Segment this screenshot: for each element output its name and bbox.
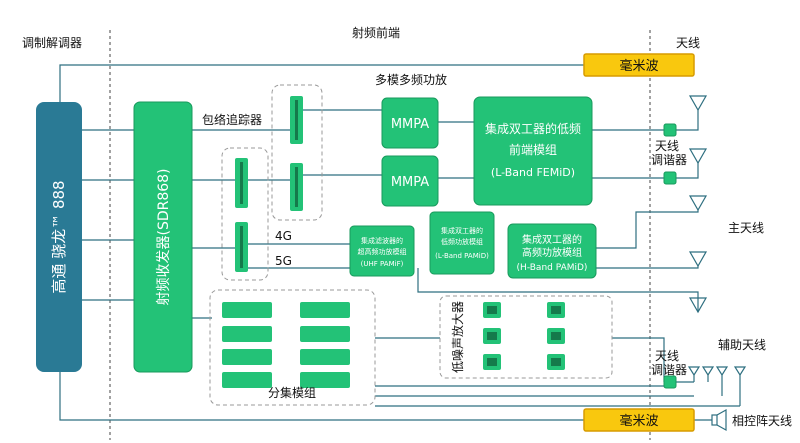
wires — [59, 64, 741, 421]
h-band-pamid-line-3: (H-Band PAMiD) — [517, 263, 588, 273]
tuner-top — [663, 123, 677, 137]
l-band-pamid-line-3: (L-Band PAMiD) — [435, 252, 489, 260]
snapdragon-888-block — [36, 102, 82, 372]
h-band-pamid-line-1: 集成双工器的 — [522, 233, 582, 246]
modem-label: 调制解调器 — [22, 36, 82, 50]
phased-array-label: 相控阵天线 — [732, 414, 792, 428]
antenna-icon — [688, 251, 708, 268]
transceiver-block — [133, 101, 193, 373]
diversity-module-group — [209, 289, 376, 406]
uhf-pamif-line-2: 超高频功放模组 — [358, 247, 407, 256]
multimode-pa-label: 多模多频功放 — [375, 72, 447, 87]
tuner-top-label-2: 调谐器 — [651, 153, 687, 167]
mmpa-label-2: MMPA — [391, 175, 429, 190]
diversity-tiles — [222, 302, 350, 388]
h-band-pamid-line-2: 高频功放模组 — [522, 246, 582, 259]
tuner-bottom — [663, 375, 677, 389]
antenna-icon — [688, 195, 708, 212]
lna-label: 低噪声放大器 — [450, 301, 465, 373]
uhf-pamif-block — [349, 225, 415, 277]
band-5g-label: 5G — [275, 254, 292, 268]
tuner-top-label-1: 天线 — [655, 139, 679, 153]
snapdragon-888-label: 高通 骁龙™ 888 — [50, 180, 68, 293]
band-4g-label: 4G — [275, 229, 292, 243]
femid-line-1: 集成双工器的低频 — [485, 121, 581, 136]
mmwave-label-top: 毫米波 — [619, 58, 658, 74]
mmwave-label-bottom: 毫米波 — [619, 413, 658, 429]
femid-block — [473, 96, 593, 206]
transceiver-label: 射频收发器(SDR868) — [156, 168, 172, 305]
main-antenna-label: 主天线 — [728, 221, 764, 235]
uhf-pamif-line-1: 集成滤波器的 — [361, 236, 403, 245]
l-band-pamid-line-2: 低频功放模组 — [441, 237, 483, 246]
tuner-bottom-label-1: 天线 — [655, 349, 679, 363]
l-band-pamid-line-1: 集成双工器的 — [441, 226, 483, 235]
antenna-icon — [715, 366, 729, 377]
mmwave-box-top — [583, 53, 695, 77]
antenna-icon — [688, 297, 708, 314]
antenna-icon — [701, 366, 715, 377]
rf-front-end-label: 射频前端 — [352, 25, 400, 40]
tuner-mid — [663, 171, 677, 185]
femid-line-2: 前端模组 — [509, 142, 557, 157]
mmpa-label-1: MMPA — [391, 117, 429, 132]
envelope-tracker-label: 包络追踪器 — [202, 112, 262, 127]
lna-tiles — [483, 302, 565, 370]
mmpa-block-2 — [381, 155, 439, 207]
phased-array-icon — [711, 408, 727, 432]
diversity-module-label: 分集模组 — [268, 385, 316, 400]
tuner-bottom-label-2: 调谐器 — [651, 363, 687, 377]
antenna-label: 天线 — [676, 36, 700, 50]
antenna-icon — [688, 95, 708, 112]
filter-group — [221, 147, 269, 281]
femid-line-3: (L-Band FEMiD) — [491, 166, 575, 179]
mmwave-box-bottom — [583, 408, 695, 432]
h-band-pamid-block — [507, 223, 597, 279]
lna-group — [439, 295, 613, 379]
antenna-icon — [733, 366, 747, 377]
mmpa-block-1 — [381, 97, 439, 149]
antenna-icon — [687, 366, 701, 377]
antenna-icon — [688, 148, 708, 165]
uhf-pamif-line-3: (UHF PAMiF) — [361, 260, 404, 268]
envelope-tracker-group — [271, 84, 323, 221]
antenna-icons — [687, 95, 747, 377]
aux-antenna-label: 辅助天线 — [718, 338, 766, 352]
l-band-pamid-block — [429, 211, 495, 275]
